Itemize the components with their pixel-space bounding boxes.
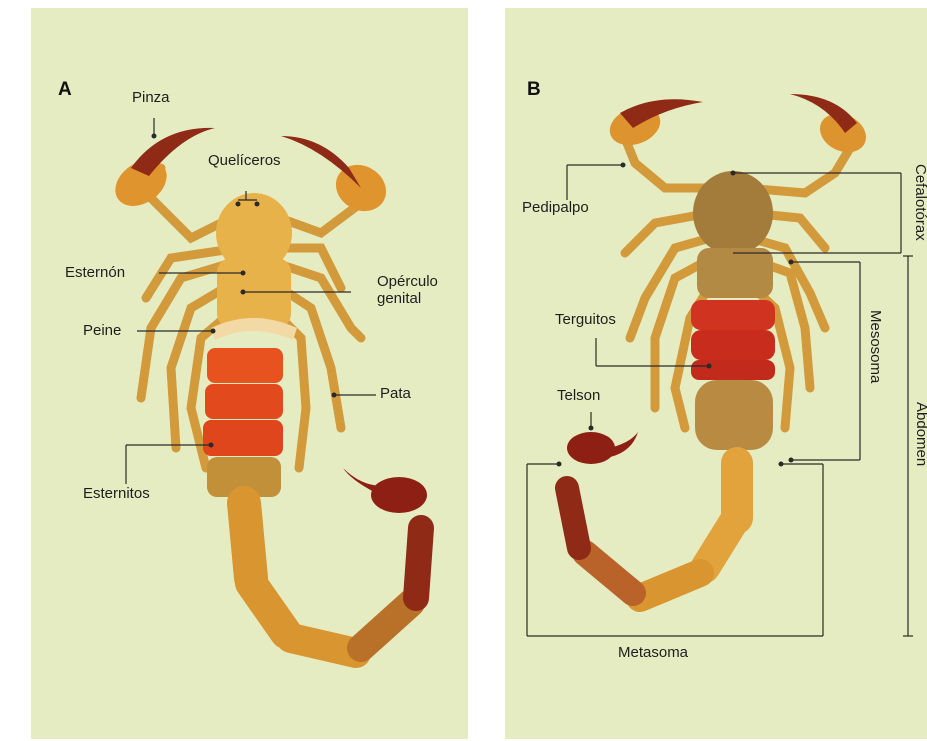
scorpion-dorsal-illustration: [505, 8, 927, 739]
label-terguitos: Terguitos: [555, 312, 616, 328]
label-metasoma: Metasoma: [618, 645, 688, 661]
label-mesosoma: Mesosoma: [867, 310, 883, 383]
label-operculo: Opérculo: [377, 274, 438, 290]
panel-letter-b: B: [527, 79, 541, 101]
label-esternon: Esternón: [65, 265, 125, 281]
label-peine: Peine: [83, 323, 121, 339]
label-pedipalpo: Pedipalpo: [522, 200, 589, 216]
scorpion-ventral-illustration: [31, 8, 468, 739]
panel-b: B Pedipalpo Terguitos Telson Metasoma Ce…: [505, 8, 927, 739]
panel-a: A Pinza Quelíceros Esternón Opérculo gen…: [31, 8, 468, 739]
label-cefalotorax: Cefalotórax: [912, 164, 927, 241]
label-abdomen: Abdomen: [913, 402, 927, 466]
panel-letter-a: A: [58, 79, 72, 101]
label-esternitos: Esternitos: [83, 486, 150, 502]
label-pinza: Pinza: [132, 90, 170, 106]
label-pata: Pata: [380, 386, 411, 402]
label-telson: Telson: [557, 388, 600, 404]
label-queliceros: Quelíceros: [208, 153, 281, 169]
label-genital: genital: [377, 291, 421, 307]
